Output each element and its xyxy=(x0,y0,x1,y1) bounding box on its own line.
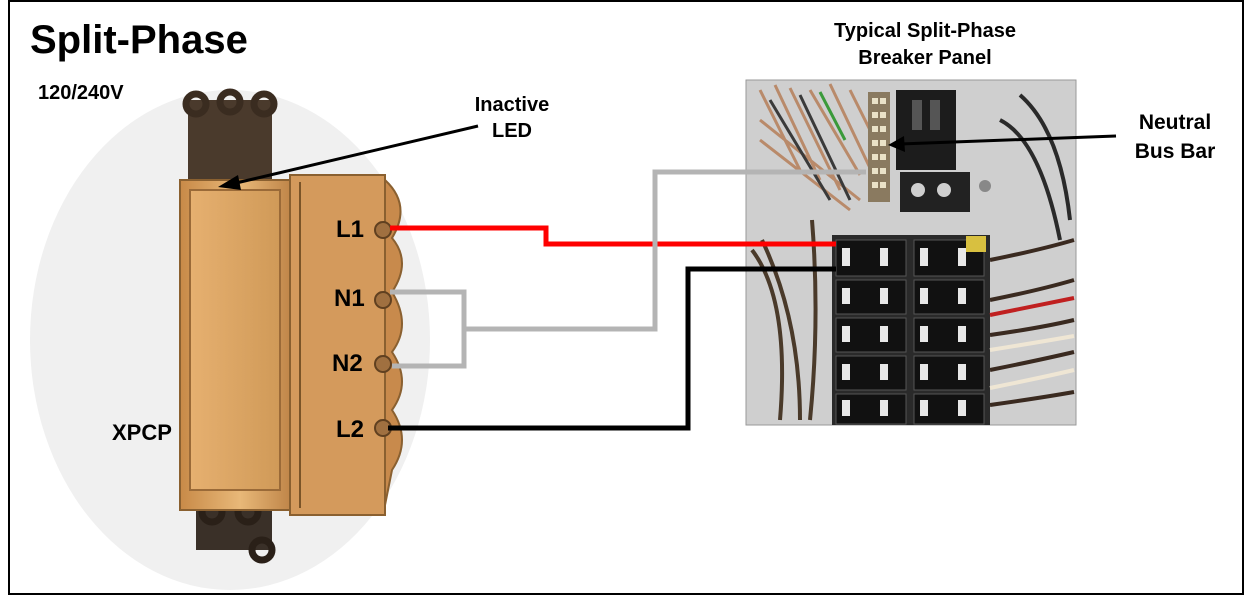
breaker-panel xyxy=(745,79,1077,426)
led-label-line-2: LED xyxy=(492,120,532,142)
xpcp-device xyxy=(179,174,403,516)
terminal-n1-label: N1 xyxy=(334,285,365,312)
voltage-label: 120/240V xyxy=(38,82,124,104)
neutral-bus-bar xyxy=(868,92,890,202)
diagram-title: Split-Phase xyxy=(30,18,248,62)
panel-label-line-1: Typical Split-Phase xyxy=(834,20,1016,42)
neutral-arrow xyxy=(888,134,1117,152)
terminal-n2-label: N2 xyxy=(332,350,363,377)
wire-l1 xyxy=(390,225,836,247)
neutral-label-line-2: Bus Bar xyxy=(1134,140,1216,163)
device-model-label: XPCP xyxy=(112,420,172,445)
neutral-bus-bar-label: Neutral Bus Bar xyxy=(1120,108,1230,166)
neutral-label-line-1: Neutral xyxy=(1138,111,1212,134)
inactive-led-label: Inactive LED xyxy=(452,92,572,144)
breaker-panel-label: Typical Split-Phase Breaker Panel xyxy=(790,18,1060,72)
panel-label-line-2: Breaker Panel xyxy=(858,47,992,69)
led-label-line-1: Inactive xyxy=(474,94,550,116)
top-mounting-strap xyxy=(182,88,278,190)
wire-l2 xyxy=(388,266,836,431)
wire-neutral xyxy=(464,169,866,332)
breaker-rows xyxy=(832,235,990,425)
terminal-l2-label: L2 xyxy=(336,416,365,443)
terminal-l1-label: L1 xyxy=(336,216,365,243)
led-arrow xyxy=(218,124,479,190)
